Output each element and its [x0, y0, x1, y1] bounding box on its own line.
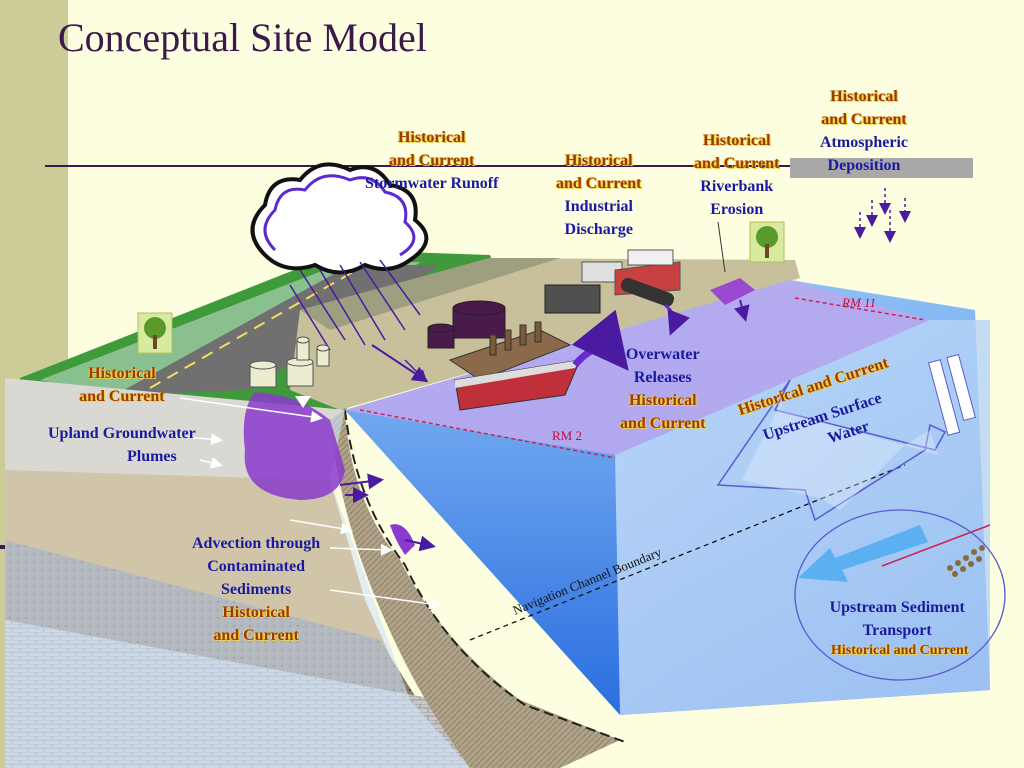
- plume-arrows: [339, 473, 436, 552]
- sediment-plume: [390, 524, 415, 555]
- overwater-arrow: [571, 309, 629, 371]
- water-front-face: [615, 320, 990, 715]
- page-title: Conceptual Site Model: [58, 15, 427, 60]
- tree-icon-left: [137, 312, 173, 354]
- ship-icon: [454, 359, 581, 411]
- navigation-channel-line: [469, 464, 906, 641]
- flow-arrows: [174, 397, 441, 610]
- storm-cloud-icon: [250, 162, 429, 275]
- title-divider: [45, 165, 970, 167]
- rm2-marker: RM 2: [552, 428, 582, 443]
- storage-tanks: [249, 336, 330, 388]
- front-cross-section-panel: [5, 378, 470, 768]
- downward-marker: [295, 396, 311, 408]
- deposition-arrows: [854, 188, 911, 243]
- rm11-marker: RM 11: [841, 295, 876, 310]
- sediment-slope: [330, 410, 620, 768]
- upstream-surface-arrow: [716, 379, 947, 522]
- sediment-particles: [947, 545, 985, 577]
- sediment-transport-arrow: [798, 525, 928, 582]
- riverbank-erosion: [710, 221, 755, 322]
- factory-icon: [544, 249, 681, 314]
- pier: [448, 321, 572, 381]
- water-surface: [345, 280, 930, 455]
- rain-lines: [289, 259, 421, 351]
- tree-icon-right: [749, 221, 785, 263]
- discharge-pipe: [620, 277, 690, 336]
- dark-tanks: [427, 300, 506, 349]
- grey-band: [790, 158, 973, 178]
- sediment-callout-outline: [794, 509, 1006, 681]
